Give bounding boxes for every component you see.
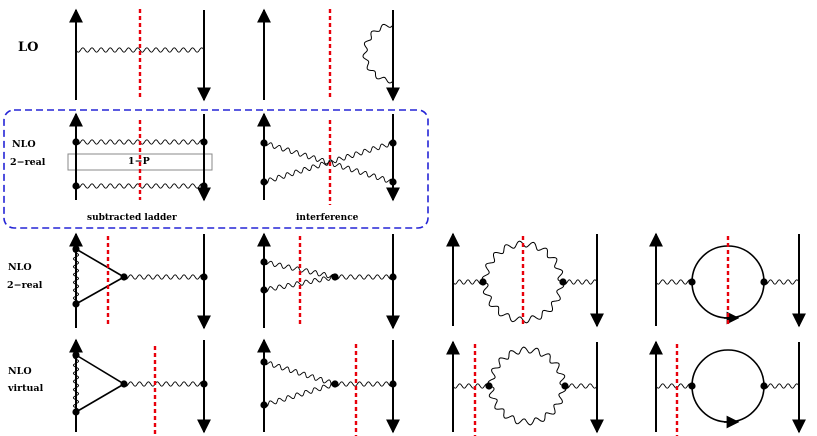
boson-line xyxy=(564,383,598,389)
row-sublabel-nlo-real: 2−real xyxy=(7,280,43,291)
vertex xyxy=(688,278,696,286)
fermion-line xyxy=(75,354,125,385)
fermion-line xyxy=(75,248,125,278)
vertex xyxy=(389,273,397,281)
boson-crossed-b xyxy=(263,141,394,184)
vertex xyxy=(760,278,768,286)
vertex xyxy=(72,300,80,308)
boson-exchange xyxy=(123,381,205,387)
row-label-nlo-virtual: NLO xyxy=(8,366,32,377)
boson-exchange xyxy=(123,274,205,280)
row-label-nlo-box: NLO xyxy=(12,139,36,150)
row-sublabel-nlo-virtual: virtual xyxy=(8,383,44,394)
vertex xyxy=(559,278,567,286)
boson-line xyxy=(263,274,336,293)
nlo-real-frame xyxy=(3,109,429,229)
vertex xyxy=(72,408,80,416)
cut-lines xyxy=(106,9,730,436)
fermion-line xyxy=(75,383,125,413)
vertex xyxy=(760,382,768,390)
row-label-lo: LO xyxy=(18,40,39,55)
vertex xyxy=(688,382,696,390)
vertex xyxy=(389,139,397,147)
vertex xyxy=(200,138,208,146)
boson-line xyxy=(263,260,336,279)
boson-line xyxy=(452,383,490,389)
vertex xyxy=(260,358,268,366)
boson-line xyxy=(263,361,336,386)
boson-vertical xyxy=(72,248,80,305)
boson-vertical xyxy=(72,354,80,413)
projector-label: 1−P xyxy=(128,156,150,167)
vertex xyxy=(120,273,128,281)
vertex xyxy=(260,258,268,266)
vertex xyxy=(331,273,339,281)
vertex xyxy=(561,382,569,390)
row-label-nlo-real: NLO xyxy=(8,262,32,273)
quark-lines xyxy=(69,8,806,434)
boson-line xyxy=(763,279,800,285)
boson-exchange xyxy=(334,274,394,280)
fermion-loops xyxy=(75,245,765,429)
vertex xyxy=(485,382,493,390)
vertex xyxy=(200,182,208,190)
vertex xyxy=(260,286,268,294)
caption-subtracted-ladder: subtracted ladder xyxy=(87,213,177,223)
vertex xyxy=(389,178,397,186)
vertices xyxy=(72,138,768,416)
vertex xyxy=(260,401,268,409)
boson-loop xyxy=(487,346,567,426)
vertex xyxy=(72,351,80,359)
vertex xyxy=(389,380,397,388)
boson-line xyxy=(562,279,598,285)
boson-self-energy xyxy=(362,23,394,84)
vertex xyxy=(72,182,80,190)
caption-interference: interference xyxy=(296,213,359,223)
boson-line xyxy=(763,383,800,389)
boson-lines xyxy=(72,23,800,426)
row-sublabel-nlo-box: 2−real xyxy=(10,157,46,168)
vertex xyxy=(72,245,80,253)
vertex xyxy=(200,273,208,281)
vertex xyxy=(120,380,128,388)
fermion-line xyxy=(75,276,125,305)
boson-line xyxy=(655,279,693,285)
vertex xyxy=(72,138,80,146)
boson-exchange xyxy=(334,381,394,387)
vertex xyxy=(260,178,268,186)
boson-line xyxy=(655,383,693,389)
fermion-loop xyxy=(691,349,765,423)
boson-line xyxy=(263,382,336,407)
boson-line xyxy=(452,279,484,285)
vertex xyxy=(260,139,268,147)
vertex xyxy=(200,380,208,388)
vertex xyxy=(479,278,487,286)
vertex xyxy=(331,380,339,388)
boson-exchange xyxy=(75,47,205,53)
